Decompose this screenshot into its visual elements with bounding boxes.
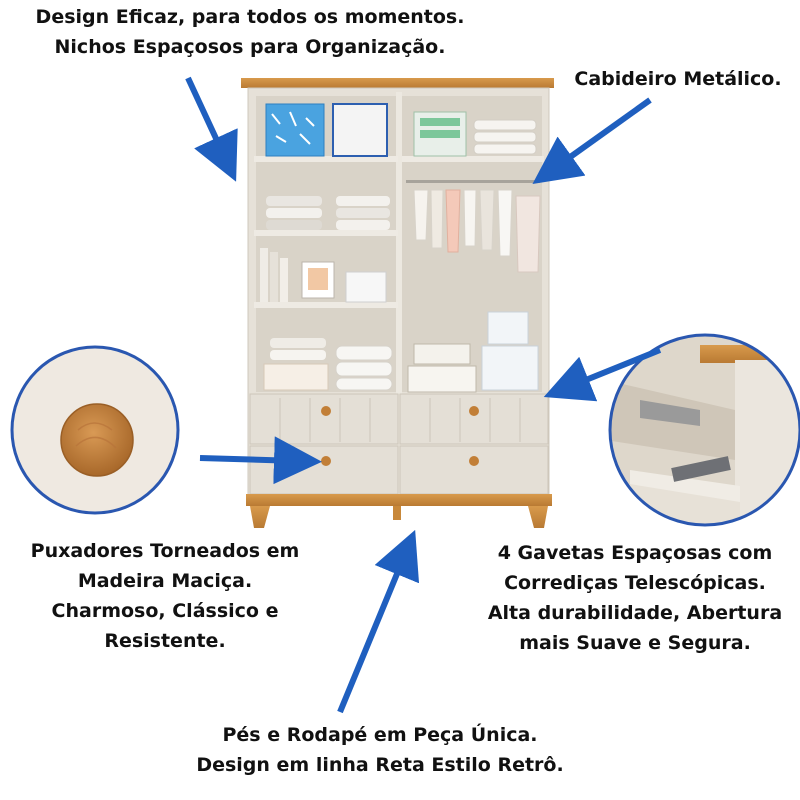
telescopic-slide-icon [671, 456, 731, 482]
callout-arrows [185, 76, 662, 714]
hanger-bar [406, 180, 540, 183]
wood-knob-icon [321, 406, 331, 416]
callout-line: 4 Gavetas Espaçosas com [497, 542, 773, 564]
callout-line: Cabideiro Metálico. [574, 68, 782, 90]
callout-line: Corrediças Telescópicas. [504, 572, 766, 594]
callout-hanger: Cabideiro Metálico. [558, 64, 798, 94]
callout-design: Design Eficaz, para todos os momentos. N… [0, 2, 500, 62]
callout-line: Design Eficaz, para todos os momentos. [35, 6, 465, 28]
wood-foot-left [250, 506, 270, 528]
books [260, 248, 268, 302]
callout-line: Nichos Espaçosos para Organização. [54, 36, 446, 58]
callout-drawers: 4 Gavetas Espaçosas com Corrediças Teles… [470, 538, 800, 658]
center-divider [396, 92, 402, 394]
jars [345, 271, 387, 303]
callout-line: mais Suave e Segura. [519, 632, 751, 654]
arrow-icon [199, 436, 322, 485]
storage-box-clear [481, 345, 539, 391]
callout-feet: Pés e Rodapé em Peça Única. Design em li… [160, 720, 600, 780]
wood-knob-icon [469, 456, 479, 466]
shelf [254, 302, 398, 308]
wardrobe [241, 78, 554, 528]
callout-line: Charmoso, Clássico e [51, 600, 279, 622]
hanging-clothes [413, 189, 541, 273]
wood-knob-icon [321, 456, 331, 466]
folded-towels [473, 119, 537, 131]
arrow-icon [337, 529, 420, 714]
wood-plinth [246, 494, 552, 506]
wood-knob-icon [60, 403, 134, 477]
callout-line: Resistente. [104, 630, 226, 652]
storage-box-white [332, 103, 388, 157]
wood-top [241, 78, 554, 88]
arrow-icon [532, 97, 652, 184]
storage-box-blue [265, 103, 325, 157]
callout-line: Alta durabilidade, Abertura [487, 602, 783, 624]
drawer-front [399, 393, 549, 445]
storage-box-clear [487, 311, 529, 345]
folded-clothes [266, 196, 322, 206]
arrow-icon [543, 347, 662, 402]
storage-box-patterned [413, 343, 471, 365]
knob-detail [10, 345, 180, 515]
folded-clothes [336, 196, 390, 206]
callout-line: Design em linha Reta Estilo Retrô. [196, 754, 564, 776]
drawer-front [249, 445, 399, 495]
folded-towels [335, 345, 393, 361]
gift-box [263, 363, 329, 391]
drawer-front [399, 445, 549, 495]
shelf [254, 156, 398, 162]
callout-knobs: Puxadores Torneados em Madeira Maciça. C… [0, 536, 330, 656]
arrow-icon [185, 76, 238, 182]
drawer-front [249, 393, 399, 445]
callout-line: Pés e Rodapé em Peça Única. [222, 724, 538, 746]
callout-line: Madeira Maciça. [77, 570, 253, 592]
shelf [254, 230, 398, 236]
shelf [402, 156, 544, 162]
wood-foot-right [528, 506, 548, 528]
folded-towels [270, 338, 326, 348]
wood-knob-icon [469, 406, 479, 416]
callout-line: Puxadores Torneados em [30, 540, 300, 562]
